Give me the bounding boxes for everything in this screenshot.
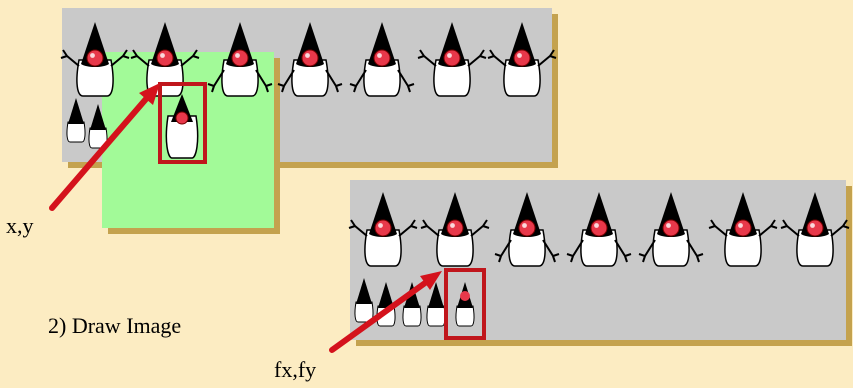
- label-fxfy: fx,fy: [274, 357, 317, 382]
- drawn-sprite: [165, 94, 199, 159]
- bottom-frame-nose: [460, 291, 470, 301]
- sprite-row-top-small: [66, 97, 108, 149]
- arrow-xy: [49, 83, 160, 211]
- sprite-row-top: [60, 21, 557, 97]
- arrow-fxfy: [329, 271, 442, 353]
- label-draw-image: 2) Draw Image: [48, 313, 182, 338]
- sprite-row-bottom: [348, 191, 850, 267]
- destination-frame-highlight: [444, 268, 486, 340]
- source-frame-highlight: [158, 82, 207, 164]
- label-xy: x,y: [6, 213, 34, 238]
